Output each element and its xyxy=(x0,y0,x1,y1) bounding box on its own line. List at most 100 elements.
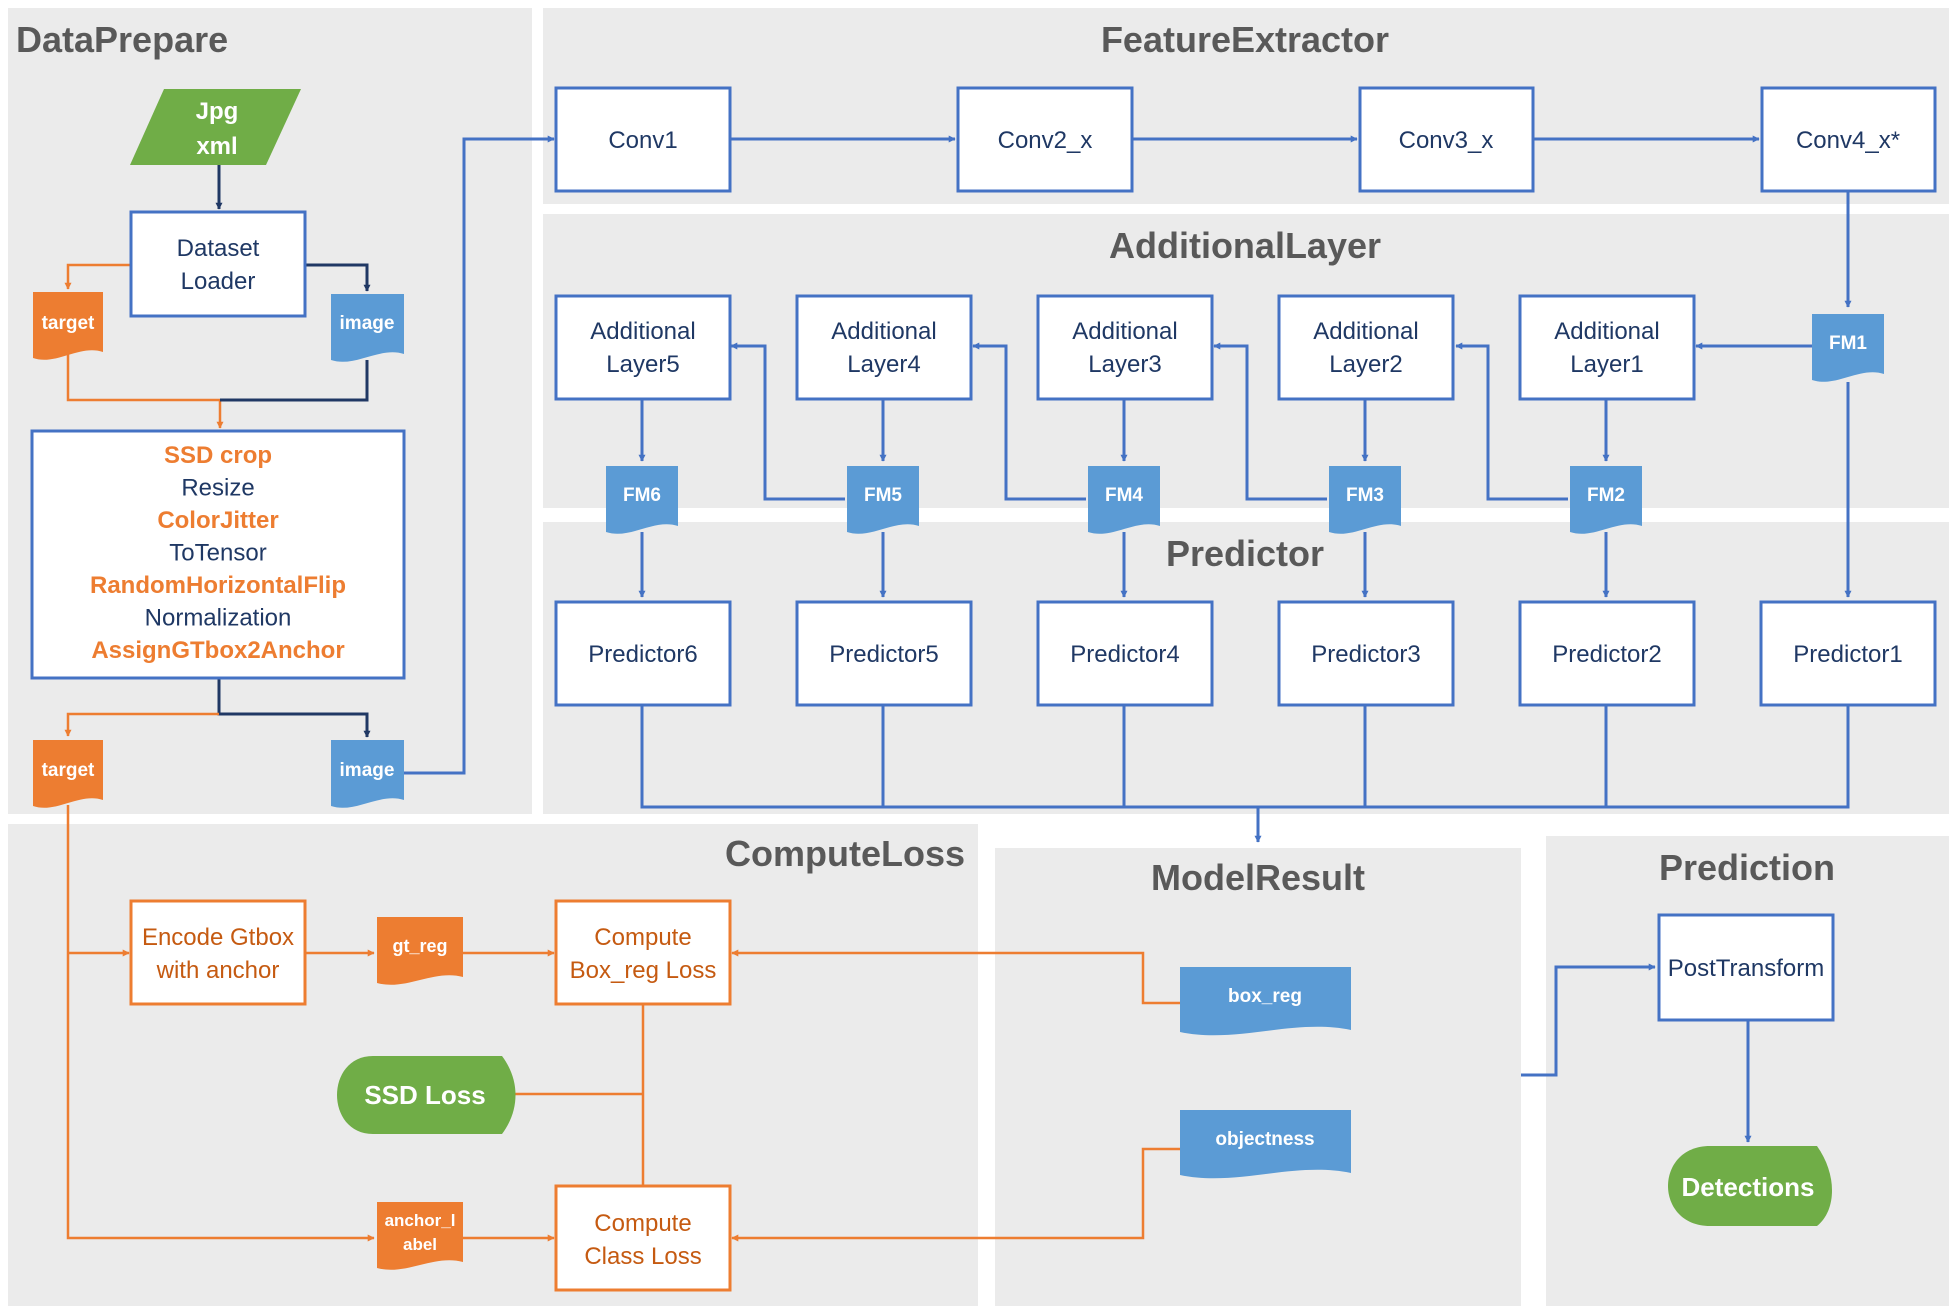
title-compute-loss: ComputeLoss xyxy=(725,833,965,874)
conv3-label: Conv3_x xyxy=(1399,127,1494,154)
encode-gtbox-box xyxy=(129,899,307,1006)
conv1-box xyxy=(554,86,732,193)
feature-map-doc xyxy=(1088,466,1160,534)
class-loss-label-1: Compute xyxy=(594,1210,691,1237)
feature-map-label: FM6 xyxy=(623,485,661,506)
transform-item: Resize xyxy=(181,475,254,502)
feature-map-label: FM5 xyxy=(864,485,902,506)
connectors xyxy=(64,135,1852,1242)
predictor-label: Predictor2 xyxy=(1552,641,1661,668)
title-predictor: Predictor xyxy=(1166,533,1324,574)
class-loss-box xyxy=(554,1184,732,1292)
image-doc-bottom-label: image xyxy=(340,760,395,781)
panel-predictor xyxy=(543,522,1949,814)
conv4-label: Conv4_x* xyxy=(1796,127,1900,154)
image-doc-bottom xyxy=(331,740,404,808)
conv1-label: Conv1 xyxy=(608,127,677,154)
predictor-box xyxy=(554,600,732,707)
predictor-label: Predictor6 xyxy=(588,641,697,668)
conv4-box xyxy=(1760,86,1937,193)
additional-layer-label: Layer1 xyxy=(1570,351,1643,378)
predictors: Predictor6 Predictor5 Predictor4 Predictor3… xyxy=(554,600,1937,707)
boxreg-loss-label-2: Box_reg Loss xyxy=(570,957,717,984)
input-data-label-jpg: Jpg xyxy=(196,98,239,125)
title-feature-extractor: FeatureExtractor xyxy=(1101,19,1389,60)
feature-map-doc xyxy=(1329,466,1401,534)
anchor-label-label-2: abel xyxy=(403,1235,437,1254)
target-doc-bottom xyxy=(33,740,103,808)
transform-item: AssignGTbox2Anchor xyxy=(91,637,344,664)
predictor-label: Predictor3 xyxy=(1311,641,1420,668)
predictor-label: Predictor4 xyxy=(1070,641,1179,668)
title-additional-layer: AdditionalLayer xyxy=(1109,225,1381,266)
target-doc-top xyxy=(33,292,103,360)
transform-item: Normalization xyxy=(145,605,292,632)
image-doc-top-label: image xyxy=(340,313,395,334)
additional-layer-label: Layer5 xyxy=(606,351,679,378)
predictor-box xyxy=(1518,600,1696,707)
additional-layer-box xyxy=(1277,294,1455,401)
boxreg-loss-box xyxy=(554,899,732,1006)
additional-layer-box xyxy=(1518,294,1696,401)
additional-layer-label: Layer4 xyxy=(847,351,920,378)
objectness-label: objectness xyxy=(1215,1129,1314,1150)
boxreg-loss-label-1: Compute xyxy=(594,924,691,951)
title-model-result: ModelResult xyxy=(1151,857,1365,898)
dataset-loader-label-2: Loader xyxy=(181,268,256,295)
encode-gtbox-label-1: Encode Gtbox xyxy=(142,924,294,951)
transform-item: RandomHorizontalFlip xyxy=(90,572,346,599)
predictor-label: Predictor5 xyxy=(829,641,938,668)
transform-item: ToTensor xyxy=(169,540,266,567)
dataset-loader-box xyxy=(129,210,307,318)
feature-map-doc xyxy=(606,466,678,534)
objectness-doc xyxy=(1180,1110,1351,1179)
anchor-label-doc xyxy=(377,1202,463,1270)
dataset-loader-label-1: Dataset xyxy=(177,235,260,262)
additional-layer-label: Layer2 xyxy=(1329,351,1402,378)
target-doc-bottom-label: target xyxy=(42,760,95,781)
anchor-label-label-1: anchor_l xyxy=(385,1211,456,1230)
feature-map-label: FM4 xyxy=(1105,485,1143,506)
encode-gtbox-label-2: with anchor xyxy=(156,957,280,984)
predictor-box xyxy=(1759,600,1937,707)
gt-reg-label: gt_reg xyxy=(392,936,447,956)
input-data-shape xyxy=(130,89,301,165)
feature-map-doc xyxy=(1812,314,1884,382)
additional-layer-label: Additional xyxy=(590,318,695,345)
predictor-box xyxy=(1277,600,1455,707)
ssd-loss-terminal xyxy=(337,1056,516,1134)
target-doc-top-label: target xyxy=(42,313,95,334)
additional-layer-label: Additional xyxy=(1313,318,1418,345)
conv3-box xyxy=(1358,86,1535,193)
box-reg-label: box_reg xyxy=(1228,986,1302,1007)
feature-map-doc xyxy=(847,466,919,534)
additional-layer-box xyxy=(1036,294,1214,401)
detections-terminal xyxy=(1668,1146,1832,1226)
additional-layer-label: Additional xyxy=(831,318,936,345)
additional-layer-box xyxy=(795,294,973,401)
predictor-label: Predictor1 xyxy=(1793,641,1902,668)
transform-item: SSD crop xyxy=(164,442,272,469)
additional-layer-label: Additional xyxy=(1072,318,1177,345)
predictor-box xyxy=(1036,600,1214,707)
title-prediction: Prediction xyxy=(1659,847,1835,888)
transforms-box xyxy=(30,429,406,680)
feature-map-label: FM2 xyxy=(1587,485,1625,506)
class-loss-label-2: Class Loss xyxy=(584,1243,701,1270)
conv2-label: Conv2_x xyxy=(998,127,1093,154)
image-doc-top xyxy=(331,294,404,362)
conv2-box xyxy=(956,86,1134,193)
panel-model-result xyxy=(995,848,1521,1306)
post-transform-box xyxy=(1657,913,1835,1022)
additional-layer-label: Additional xyxy=(1554,318,1659,345)
gt-reg-doc xyxy=(377,917,463,985)
feature-map-doc xyxy=(1570,466,1642,534)
transforms-list: SSD cropResizeColorJitterToTensorRandomH… xyxy=(90,442,346,664)
additional-layer-label: Layer3 xyxy=(1088,351,1161,378)
predictor-box xyxy=(795,600,973,707)
ssd-loss-label: SSD Loss xyxy=(364,1080,485,1110)
post-transform-label: PostTransform xyxy=(1668,955,1824,982)
